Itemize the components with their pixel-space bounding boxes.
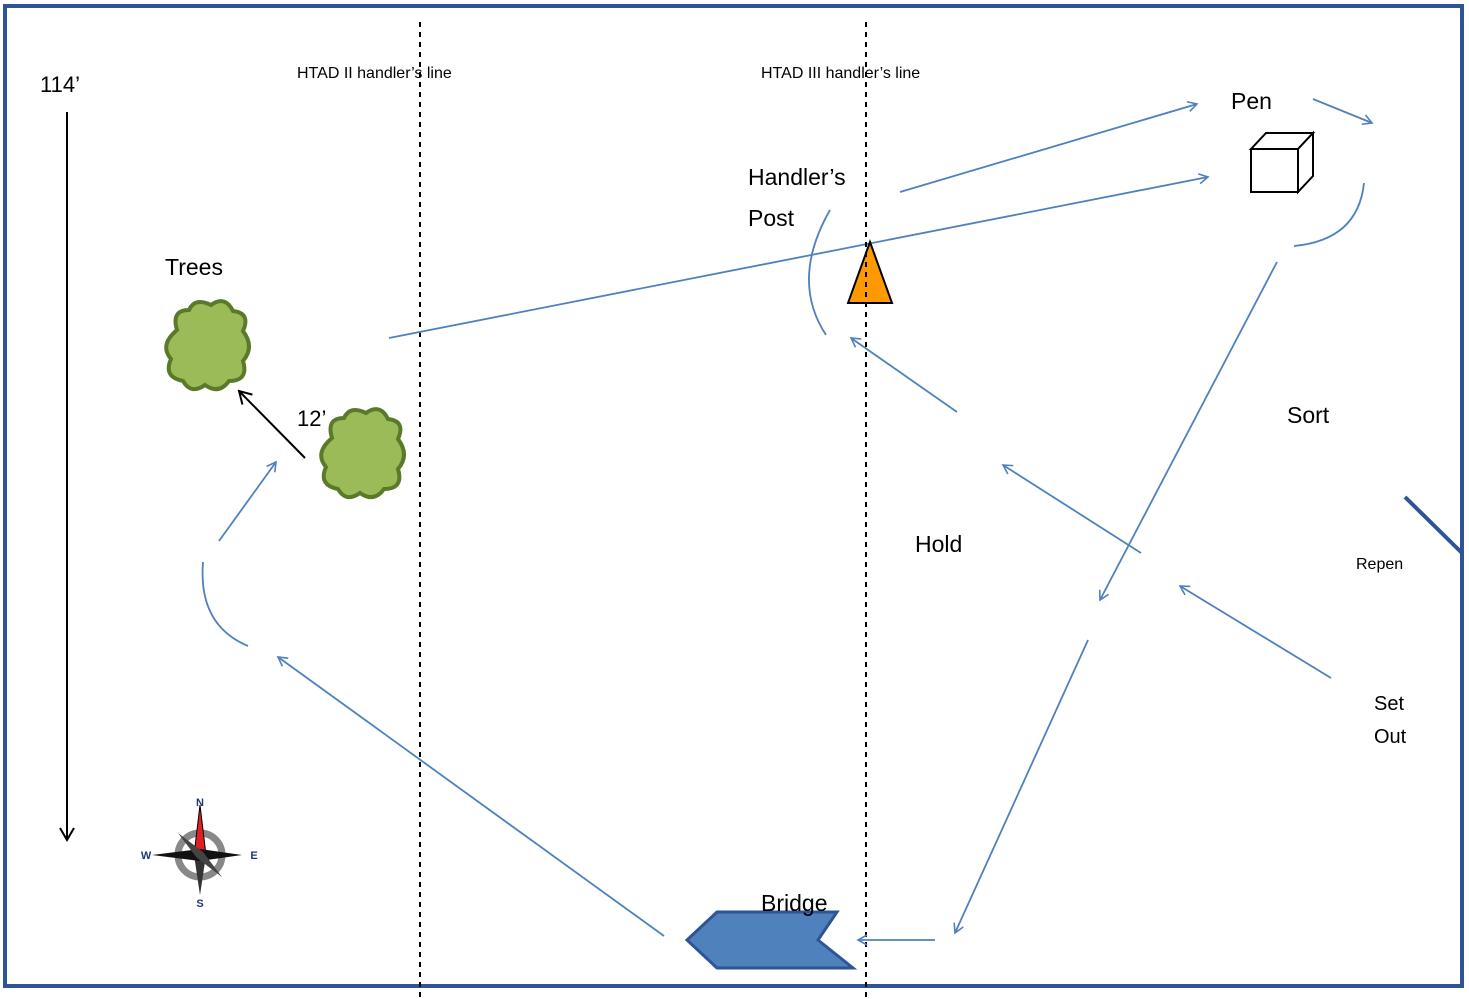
htad3-line-label: HTAD III handler’s line (761, 65, 921, 82)
compass-west: W (141, 850, 152, 862)
tree-icon (319, 407, 406, 500)
handlers-post-label-line1: Handler’s (748, 164, 846, 190)
path-bridge-to-left (276, 656, 665, 937)
path-trees-to-pen (388, 173, 1210, 339)
sort-label: Sort (1287, 402, 1330, 428)
length-label: 114’ (40, 72, 80, 97)
path-center-to-hold (1001, 464, 1142, 554)
pen-label: Pen (1231, 88, 1272, 114)
compass-south: S (196, 898, 203, 910)
pen-icon (1248, 130, 1316, 195)
repen-gate (1403, 495, 1464, 555)
hold-label: Hold (915, 531, 963, 557)
path-handler-to-pen (899, 100, 1199, 193)
path-setout-to-center (1178, 585, 1332, 679)
handlers-post-label-line2: Post (748, 205, 795, 231)
compass-north: N (196, 797, 204, 809)
path-to-trees (218, 460, 277, 542)
compass-icon: N S W E (141, 797, 258, 910)
bridge-label: Bridge (761, 890, 828, 916)
path-pen-to-center (1098, 261, 1278, 602)
distance-arrow (237, 389, 306, 459)
handlers-post-cone-icon (846, 239, 894, 304)
arc-pen-turn (1293, 182, 1365, 247)
set-out-label-line1: Set (1374, 693, 1405, 715)
htad2-line-label: HTAD II handler’s line (297, 65, 452, 82)
path-center-to-bridge (953, 639, 1089, 935)
compass-east: E (250, 850, 257, 862)
course-path (201, 98, 1374, 946)
set-out-label-line2: Out (1374, 726, 1407, 748)
path-hold-to-post (849, 337, 958, 413)
repen-label: Repen (1356, 556, 1404, 573)
bridge-icon (684, 910, 858, 970)
field-border (3, 4, 1464, 988)
path-around-pen-top (1312, 98, 1374, 126)
trees-label: Trees (165, 254, 223, 280)
tree-icon (164, 299, 251, 392)
arc-handlers-post (808, 209, 831, 336)
distance-label: 12’ (297, 406, 327, 431)
arc-left-turn (201, 561, 249, 647)
